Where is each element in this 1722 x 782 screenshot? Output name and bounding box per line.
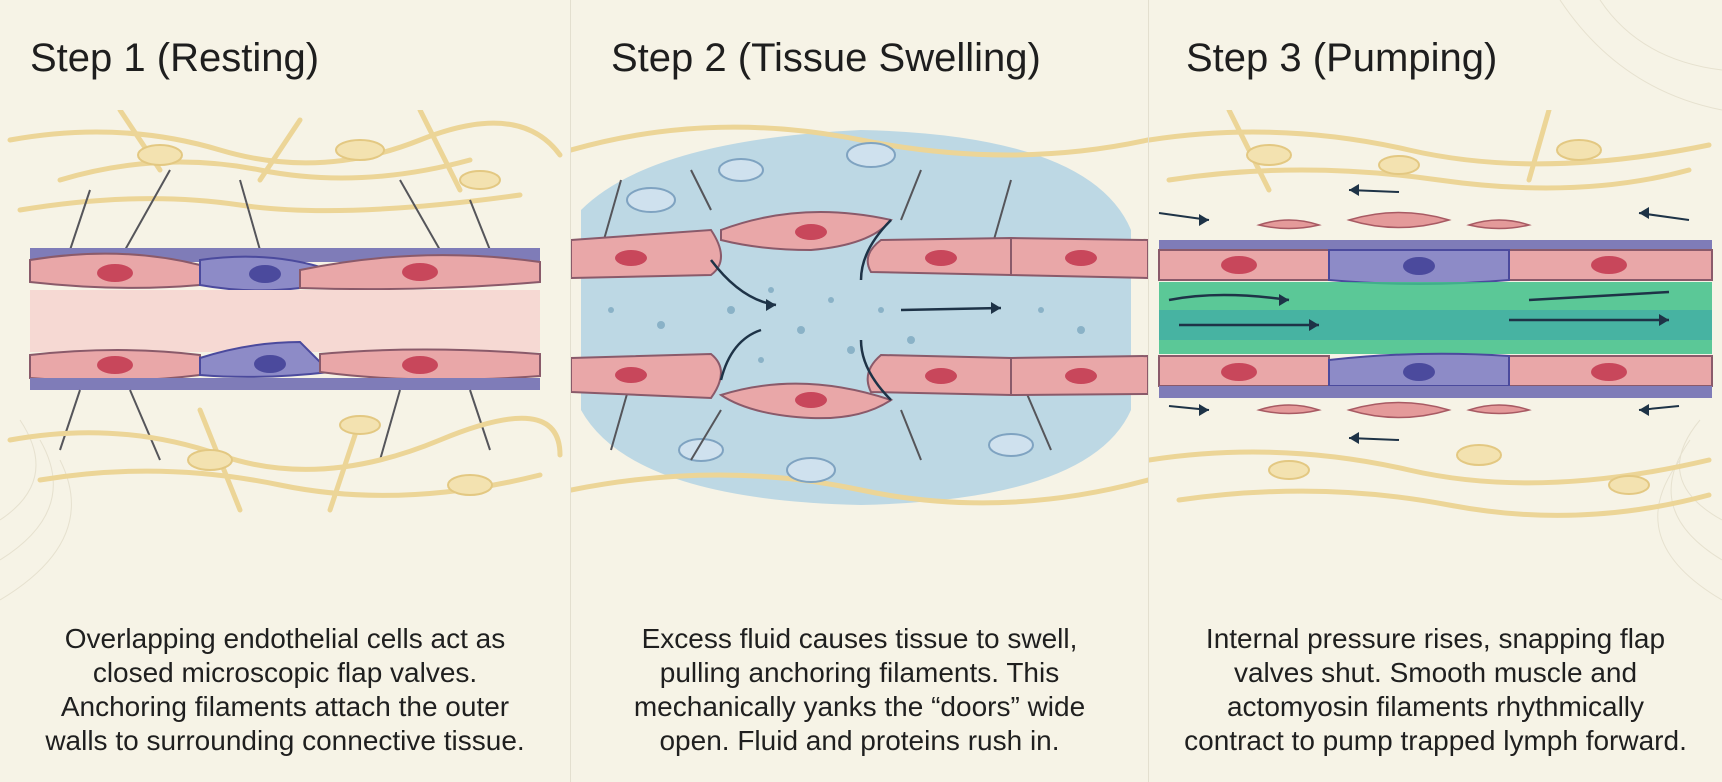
smooth-muscle-bottom [1259, 403, 1529, 418]
caption-line: contract to pump trapped lymph forward. [1149, 724, 1722, 758]
caption-line: valves shut. Smooth muscle and [1149, 656, 1722, 690]
step-2-caption: Excess fluid causes tissue to swell, pul… [571, 622, 1148, 758]
smooth-muscle-top [1259, 213, 1529, 229]
endothelial-top-row [30, 254, 540, 291]
step-2-title: Step 2 (Tissue Swelling) [611, 36, 1041, 81]
step-2-panel: Step 2 (Tissue Swelling) [571, 0, 1148, 782]
step-1-panel: Step 1 (Resting) [0, 0, 570, 782]
caption-line: pulling anchoring filaments. This [571, 656, 1148, 690]
caption-line: Internal pressure rises, snapping flap [1149, 622, 1722, 656]
step-3-illustration [1149, 110, 1722, 520]
step-2-illustration [571, 110, 1148, 520]
caption-line: actomyosin filaments rhythmically [1149, 690, 1722, 724]
caption-line: closed microscopic flap valves. [0, 656, 570, 690]
step-1-caption: Overlapping endothelial cells act as clo… [0, 622, 570, 758]
caption-line: walls to surrounding connective tissue. [0, 724, 570, 758]
caption-line: Excess fluid causes tissue to swell, [571, 622, 1148, 656]
connective-tissue-top [10, 110, 560, 211]
caption-line: open. Fluid and proteins rush in. [571, 724, 1148, 758]
anchoring-filaments-bottom [60, 390, 490, 460]
step-3-caption: Internal pressure rises, snapping flap v… [1149, 622, 1722, 758]
step-1-illustration [0, 110, 570, 520]
caption-line: Overlapping endothelial cells act as [0, 622, 570, 656]
outer-wall-bottom [30, 378, 540, 390]
step-3-panel: Step 3 (Pumping) [1149, 0, 1722, 782]
interstitial-fluid [581, 130, 1131, 505]
connective-tissue-top [1149, 110, 1709, 190]
step-1-title: Step 1 (Resting) [30, 36, 319, 81]
step-3-title: Step 3 (Pumping) [1186, 36, 1497, 81]
caption-line: Anchoring filaments attach the outer [0, 690, 570, 724]
caption-line: mechanically yanks the “doors” wide [571, 690, 1148, 724]
